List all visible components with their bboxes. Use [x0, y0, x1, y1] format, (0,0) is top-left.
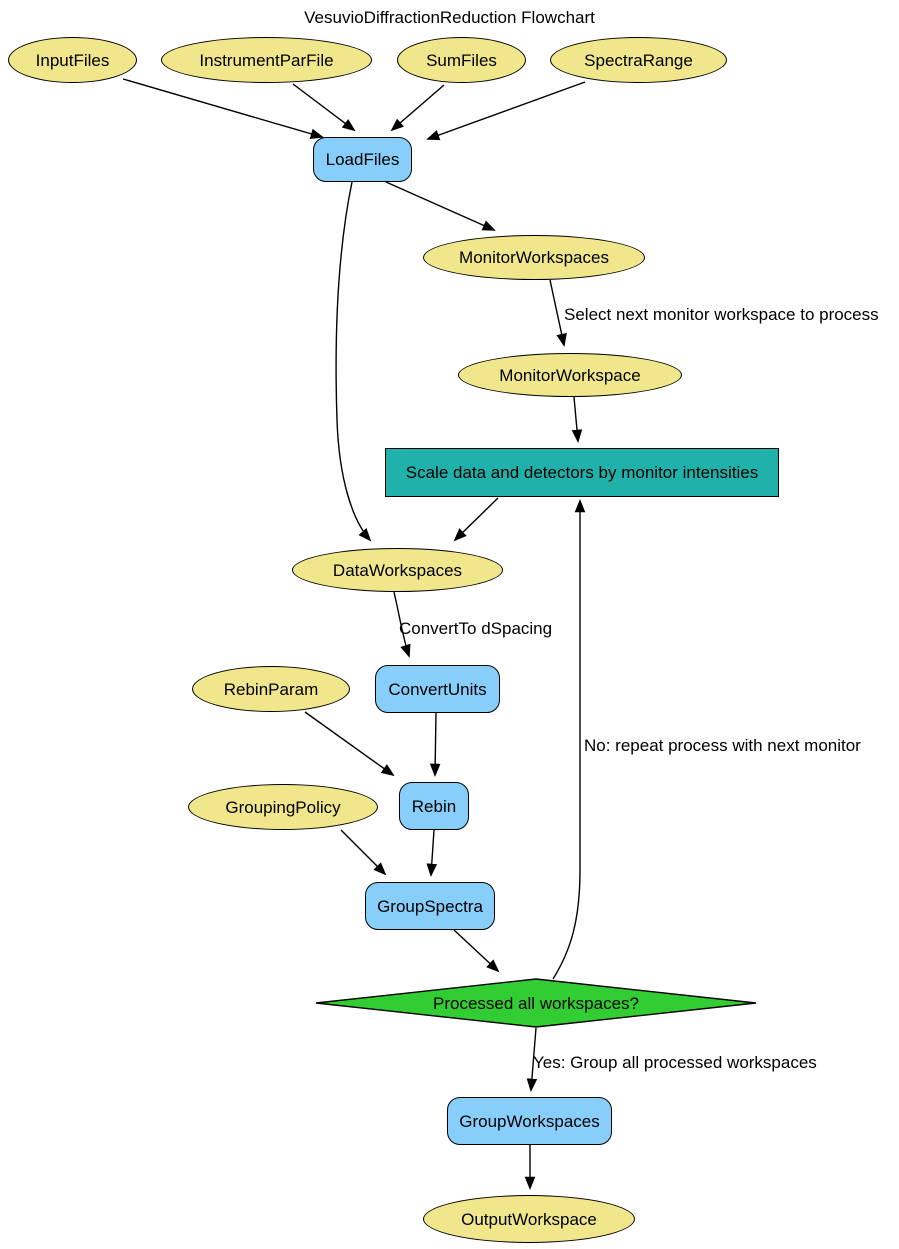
node-instrumentparfile: InstrumentParFile [161, 37, 372, 83]
node-groupingpolicy: GroupingPolicy [188, 784, 378, 830]
node-loadfiles-label: LoadFiles [325, 150, 400, 169]
edge-loadfiles-monitorworkspaces [385, 181, 496, 231]
node-dataworkspaces: DataWorkspaces [292, 548, 503, 592]
node-convertunits: ConvertUnits [375, 665, 500, 713]
edge-rebin-groupspectra [426, 829, 438, 877]
node-decision-label: Processed all workspaces? [433, 993, 639, 1013]
node-sumfiles-label: SumFiles [426, 50, 497, 70]
node-rebin-label: Rebin [411, 796, 457, 816]
edge-monitorworkspace-scale [571, 396, 583, 443]
edge-label-no-repeat: No: repeat process with next monitor [584, 736, 861, 755]
node-groupspectra-label: GroupSpectra [377, 896, 483, 916]
node-groupspectra: GroupSpectra [365, 882, 495, 930]
edge-loadfiles-dataworkspaces [335, 181, 372, 542]
diagram-title: VesuvioDiffractionReduction Flowchart [304, 8, 595, 27]
edge-convertunits-rebin [429, 712, 441, 777]
node-sumfiles: SumFiles [397, 37, 526, 83]
node-groupingpolicy-label: GroupingPolicy [225, 797, 341, 817]
node-inputfiles: InputFiles [8, 37, 137, 83]
edge-decision-scale-no-loop [552, 499, 586, 980]
node-rebinparam-label: RebinParam [223, 679, 319, 699]
node-loadfiles: LoadFiles [313, 137, 412, 182]
edge-monitorworkspaces-monitorworkspace [549, 279, 567, 347]
edge-groupingpolicy-groupspectra [340, 829, 387, 876]
node-groupworkspaces-label: GroupWorkspaces [459, 1111, 600, 1131]
edge-sumfiles-loadfiles [390, 84, 445, 132]
node-convertunits-label: ConvertUnits [388, 679, 487, 699]
node-rebin: Rebin [399, 782, 469, 830]
edge-instrumentparfile-loadfiles [292, 83, 356, 132]
edge-scale-dataworkspaces [453, 497, 499, 542]
node-monitorworkspace: MonitorWorkspace [458, 353, 682, 397]
node-spectrarange: SpectraRange [550, 37, 727, 83]
edge-groupspectra-decision [453, 929, 500, 973]
decision-diamond-shape [315, 978, 757, 1028]
node-decision: Processed all workspaces? [316, 978, 756, 1028]
edge-dataworkspaces-convertunits [393, 591, 411, 658]
node-inputfiles-label: InputFiles [35, 50, 110, 70]
node-monitorworkspace-label: MonitorWorkspace [499, 365, 641, 385]
edge-label-yes-group: Yes: Group all processed workspaces [533, 1053, 817, 1072]
node-outputworkspace: OutputWorkspace [423, 1195, 635, 1243]
node-monitorworkspaces-label: MonitorWorkspaces [459, 248, 609, 267]
edge-label-select-next-monitor: Select next monitor workspace to process [564, 305, 879, 324]
edge-decision-groupworkspaces [526, 1027, 538, 1092]
node-outputworkspace-label: OutputWorkspace [461, 1209, 597, 1229]
node-spectrarange-label: SpectraRange [584, 50, 693, 70]
edge-spectrarange-loadfiles [426, 81, 586, 141]
edge-rebinparam-rebin [304, 711, 395, 777]
node-rebinparam: RebinParam [192, 666, 350, 712]
node-dataworkspaces-label: DataWorkspaces [332, 560, 463, 580]
node-monitorworkspaces: MonitorWorkspaces [423, 235, 645, 280]
node-groupworkspaces: GroupWorkspaces [447, 1097, 612, 1145]
node-scale-monitor: Scale data and detectors by monitor inte… [385, 448, 779, 497]
edge-label-convertto-dspacing: ConvertTo dSpacing [399, 619, 553, 638]
edge-inputfiles-loadfiles [122, 78, 324, 139]
node-instrumentparfile-label: InstrumentParFile [199, 50, 334, 70]
node-scale-monitor-label: Scale data and detectors by monitor inte… [405, 463, 759, 482]
